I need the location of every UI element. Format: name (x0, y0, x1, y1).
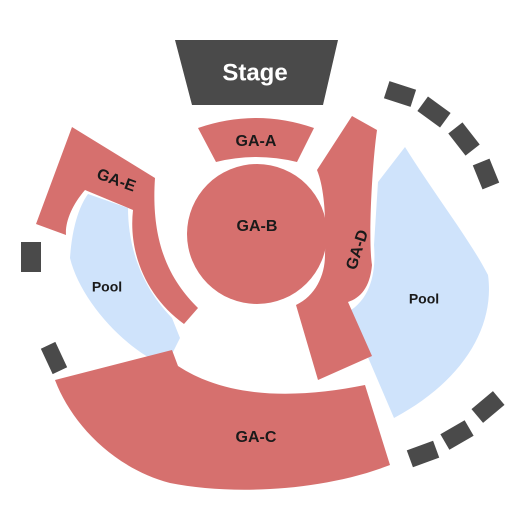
table-block[interactable] (440, 420, 474, 450)
stage-shape (175, 40, 338, 105)
table-block[interactable] (21, 242, 41, 272)
stage-label: Stage (222, 59, 287, 86)
section-ga-a-label: GA-A (236, 133, 277, 150)
section-ga-a-shape[interactable] (198, 118, 314, 162)
table-block[interactable] (383, 81, 417, 107)
pool-right-area[interactable] (348, 147, 489, 418)
pool-right[interactable]: Pool (348, 147, 489, 418)
section-ga-e-shape[interactable] (36, 127, 198, 324)
stage: Stage (175, 40, 338, 105)
section-ga-e[interactable]: GA-E (36, 127, 198, 324)
section-ga-d-shape[interactable] (296, 116, 377, 380)
table-blocks (21, 81, 505, 468)
table-block[interactable] (471, 391, 505, 423)
pool-left-area[interactable] (70, 194, 180, 366)
section-ga-a[interactable]: GA-A (198, 118, 314, 162)
section-ga-d[interactable]: GA-D (296, 116, 377, 380)
table-block[interactable] (417, 96, 451, 128)
table-block[interactable] (406, 440, 440, 468)
table-block[interactable] (472, 158, 500, 190)
table-block[interactable] (448, 122, 480, 156)
section-ga-b-shape[interactable] (187, 164, 327, 304)
section-ga-b[interactable]: GA-B (187, 164, 327, 304)
pool-left-label: Pool (92, 279, 122, 295)
pool-left[interactable]: Pool (70, 194, 180, 366)
section-ga-c-shape[interactable] (55, 350, 390, 490)
section-ga-c-label: GA-C (236, 429, 277, 446)
pool-right-label: Pool (409, 291, 439, 307)
section-ga-c[interactable]: GA-C (55, 350, 390, 490)
section-ga-b-label: GA-B (237, 218, 278, 235)
table-block[interactable] (40, 341, 68, 375)
